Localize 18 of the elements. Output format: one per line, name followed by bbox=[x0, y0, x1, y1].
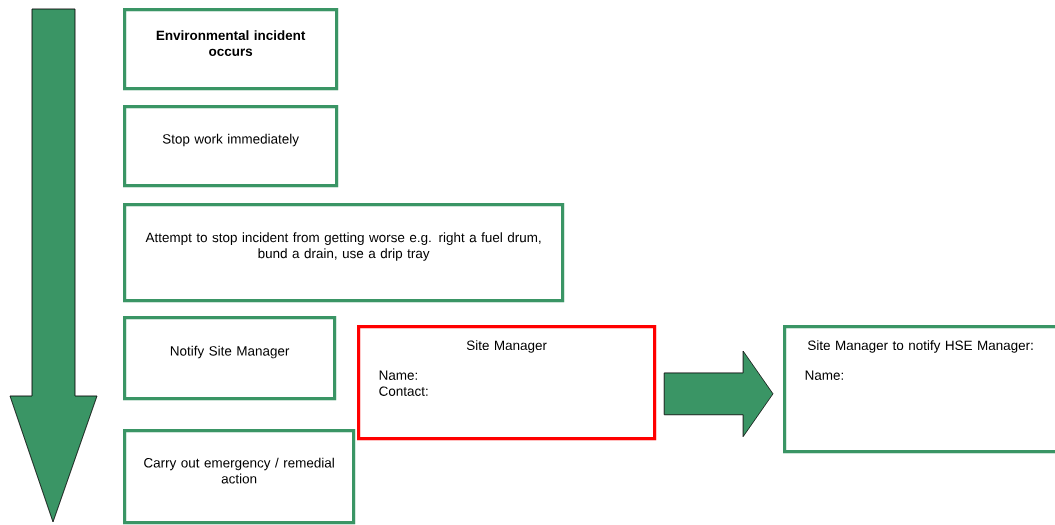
block-arrow bbox=[663, 350, 774, 438]
field-label: Name: bbox=[379, 370, 417, 380]
process-box bbox=[783, 325, 1055, 454]
box-heading: Site Manager bbox=[466, 340, 547, 353]
box-text: Carry out emergency / remedial action bbox=[144, 457, 334, 484]
process-box bbox=[123, 105, 339, 188]
box-text: Environmental incident occurs bbox=[156, 30, 306, 56]
process-box bbox=[123, 429, 356, 525]
process-box bbox=[123, 8, 339, 91]
box-text: Attempt to stop incident from getting worse e.g. right a fuel drum, bund a drain, use a drip tray bbox=[145, 232, 541, 261]
field-label: Contact: bbox=[379, 386, 428, 396]
process-box bbox=[357, 325, 657, 441]
box-heading: Site Manager to notify HSE Manager: bbox=[807, 340, 1033, 353]
box-text: Notify Site Manager bbox=[170, 345, 290, 359]
process-box bbox=[123, 203, 565, 303]
process-box bbox=[123, 316, 337, 401]
field-label: Name: bbox=[805, 370, 843, 380]
box-text: Stop work immediately bbox=[162, 133, 299, 147]
